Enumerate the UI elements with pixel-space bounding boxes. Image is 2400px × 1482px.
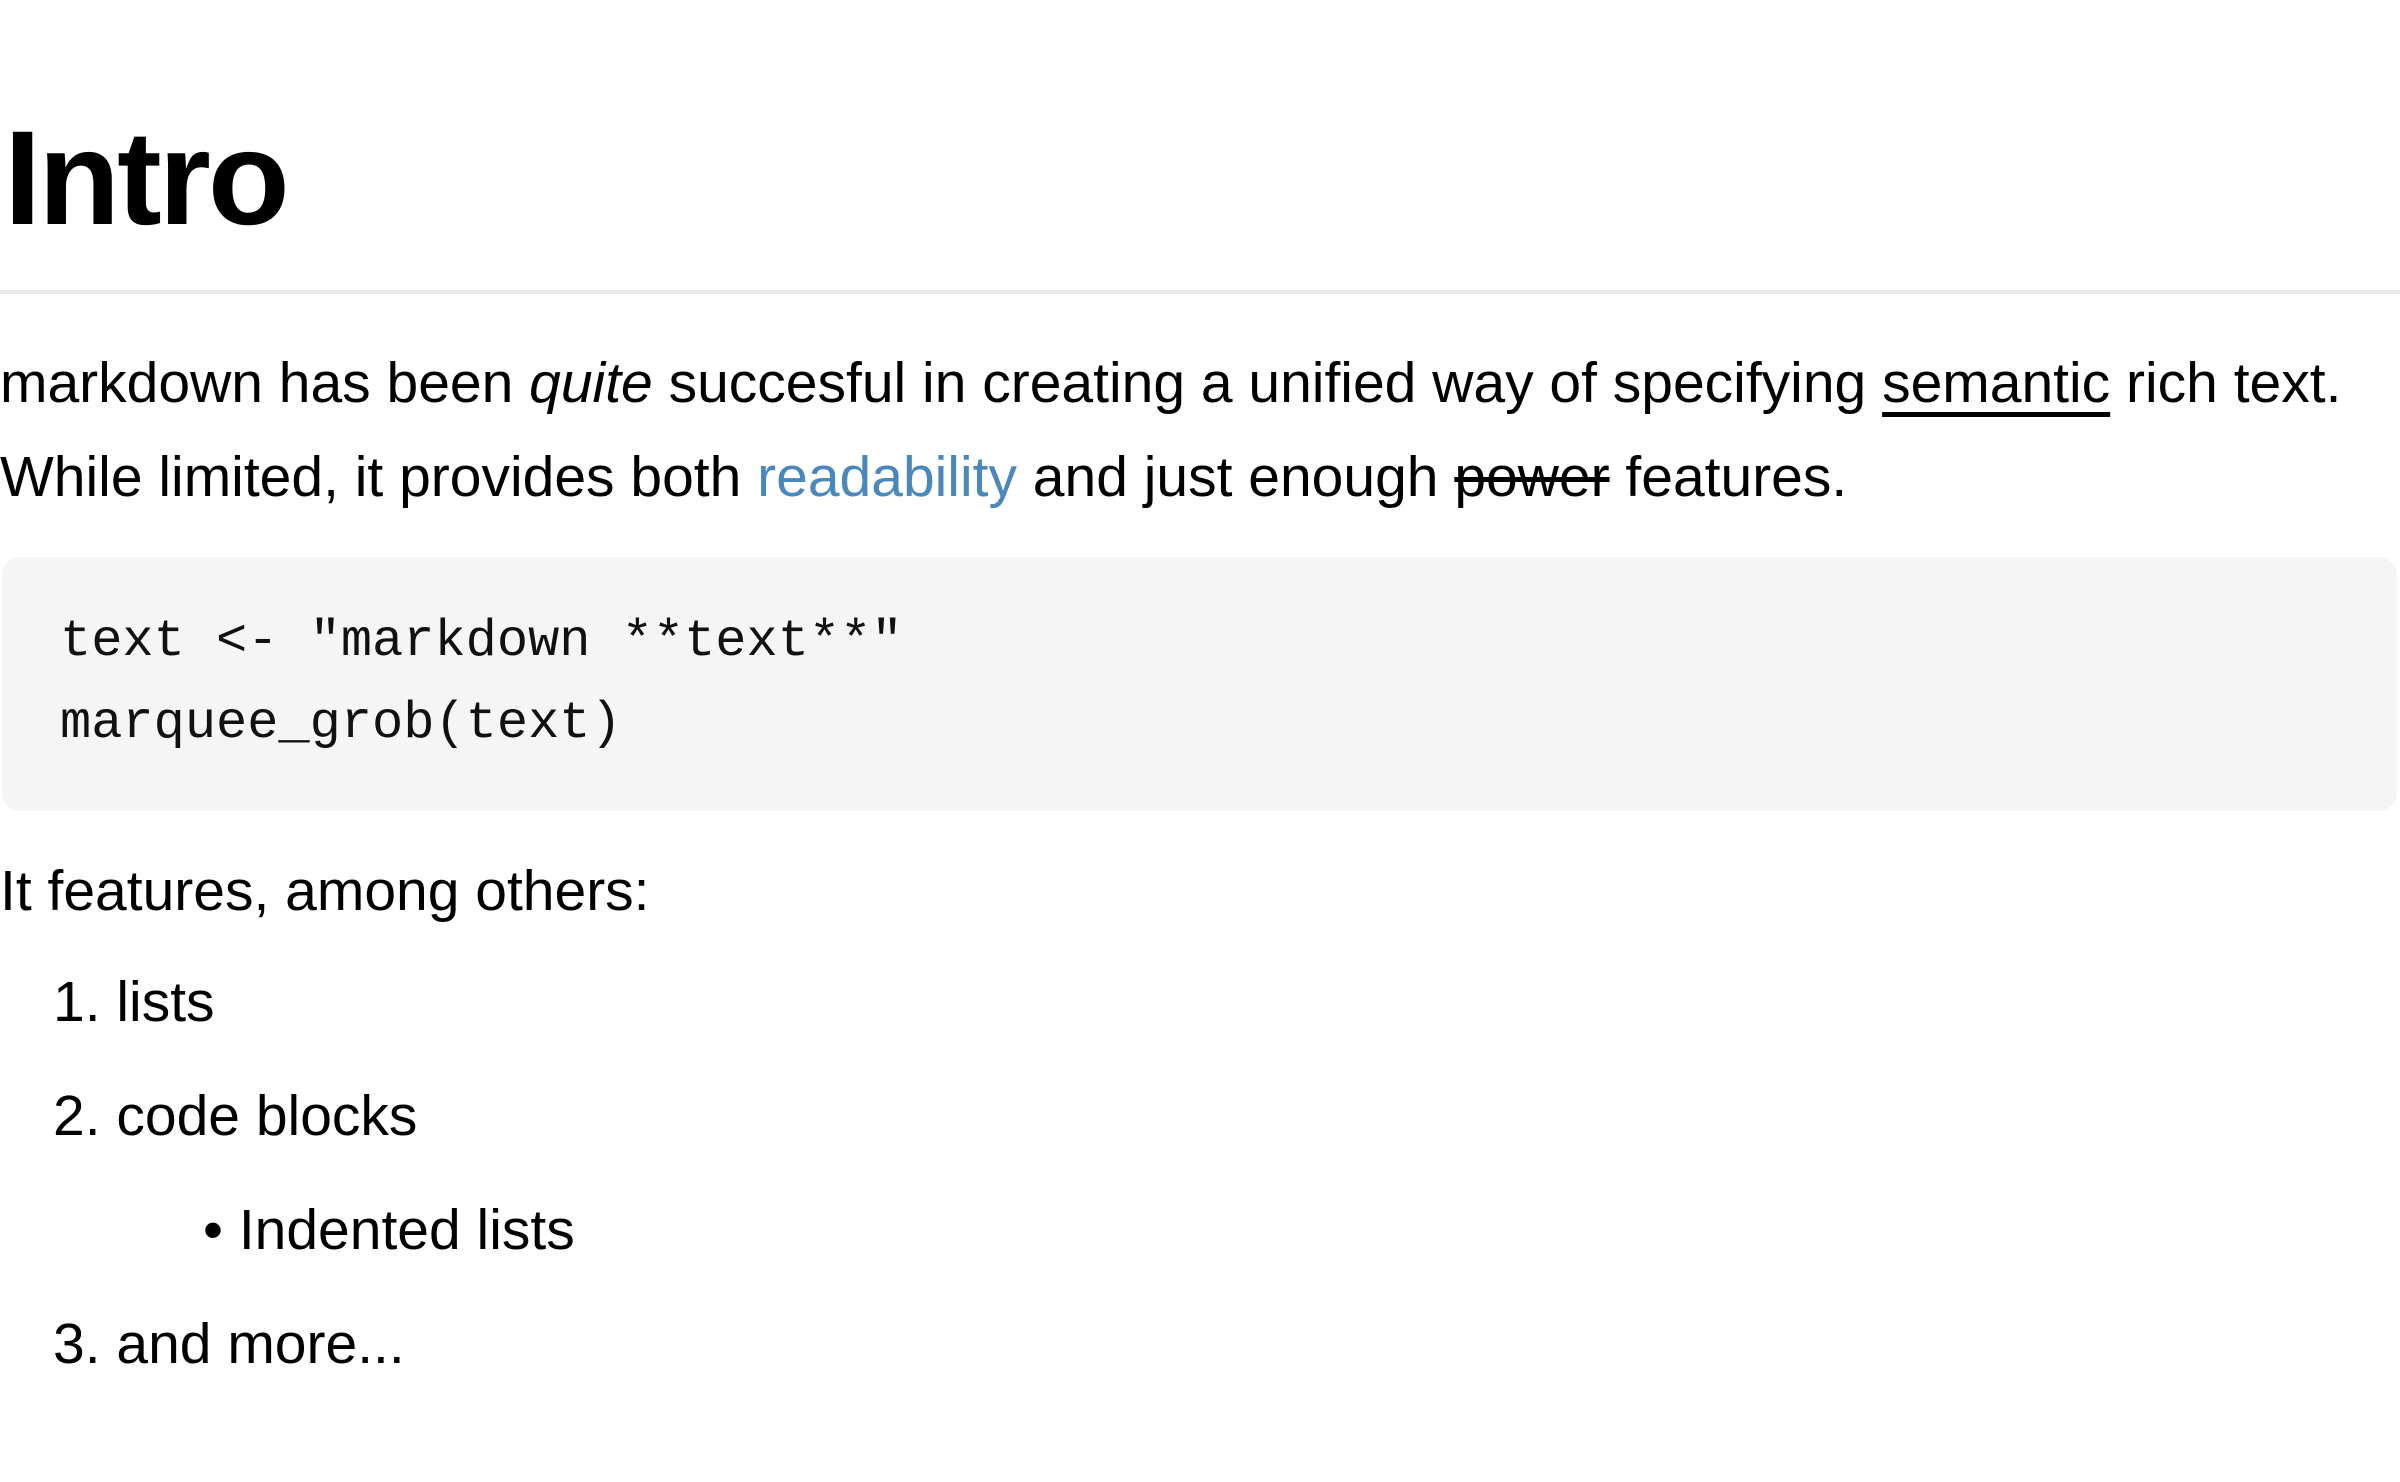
list-item-label: code blocks <box>116 1084 418 1148</box>
list-marker: 2. <box>53 1084 101 1148</box>
readability-link[interactable]: readability <box>757 445 1017 509</box>
intro-paragraph: markdown has been quite succesful in cre… <box>0 336 2400 524</box>
list-marker: 3. <box>53 1312 101 1376</box>
feature-list: 1.lists 2.code blocks •Indented lists 3.… <box>0 955 2400 1391</box>
paragraph-text: rich text. While limited, it provides bo… <box>0 351 2342 509</box>
code-block: text <- "markdown **text**" marquee_grob(… <box>2 557 2397 811</box>
paragraph-text: markdown has been <box>0 351 530 415</box>
italic-text-quite: quite <box>529 351 653 415</box>
paragraph-text: features. <box>1609 445 1848 509</box>
list-item-label: Indented lists <box>238 1198 575 1262</box>
list-item-label: and more... <box>116 1312 405 1376</box>
strikethrough-text-power: power <box>1454 445 1610 509</box>
document-page: Intro markdown has been quite succesful … <box>0 112 2400 1482</box>
list-intro-text: It features, among others: <box>0 859 650 923</box>
paragraph-text: and just enough <box>1016 445 1455 509</box>
horizontal-rule <box>0 290 2400 294</box>
underlined-text-semantic: semantic <box>1882 351 2111 415</box>
list-marker: 1. <box>53 970 101 1034</box>
list-item-indented-lists: •Indented lists <box>0 1183 2400 1277</box>
list-item-lists: 1.lists <box>0 955 2400 1049</box>
paragraph-text: succesful in creating a unified way of s… <box>652 351 1883 415</box>
list-item-and-more: 3.and more... <box>0 1297 2400 1391</box>
list-item-label: lists <box>116 970 215 1034</box>
bullet-marker: • <box>203 1198 223 1262</box>
code-line: text <- "markdown **text**" <box>60 612 903 671</box>
list-item-code-blocks: 2.code blocks <box>0 1069 2400 1163</box>
page-title: Intro <box>4 104 290 253</box>
code-line: marquee_grob(text) <box>60 694 622 753</box>
